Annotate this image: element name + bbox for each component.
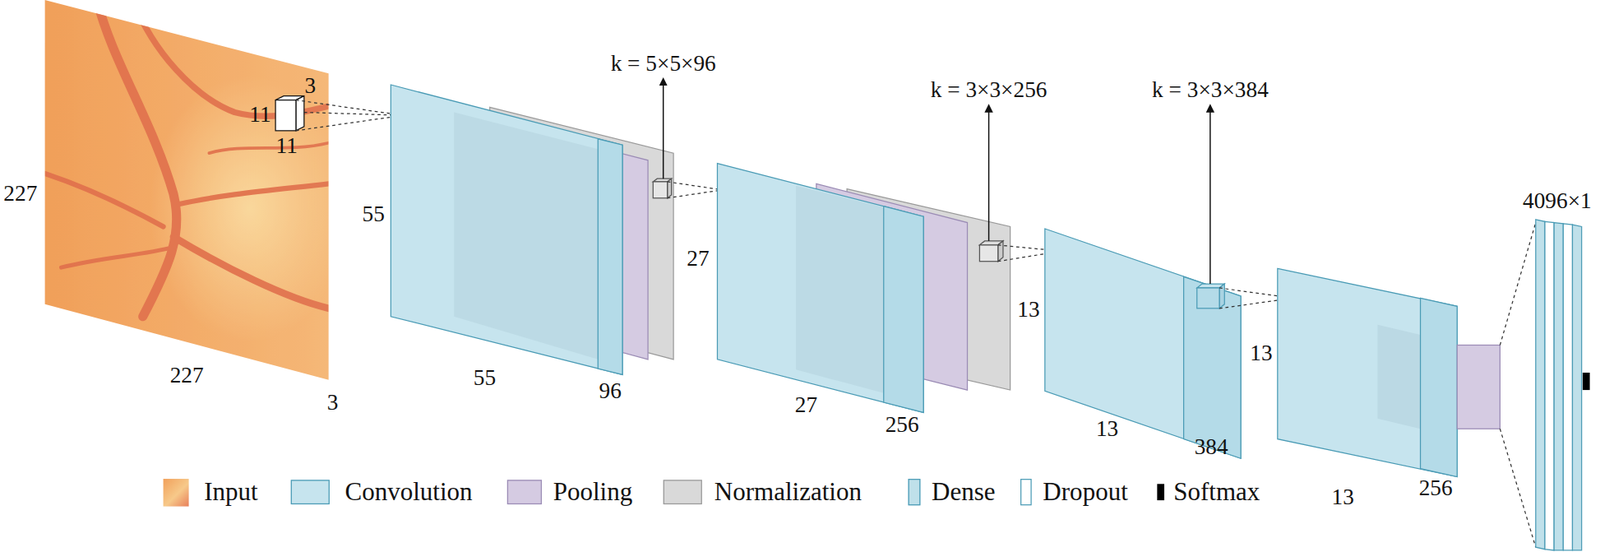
dimension-label: 13 [1331, 484, 1355, 509]
legend-label: Softmax [1173, 477, 1260, 506]
convolution-front [1183, 276, 1242, 458]
dense-layer [1535, 219, 1545, 550]
projection-line [304, 112, 403, 116]
dimension-label: k = 5×5×96 [610, 50, 717, 76]
dimension-label: 55 [362, 202, 385, 227]
convolution-block [1277, 268, 1457, 477]
dimension-label: 227 [3, 181, 37, 207]
kernel-arrow [662, 81, 664, 179]
legend-label: Dropout [1042, 477, 1128, 506]
projection-lines [295, 100, 403, 131]
convolution-shade [1377, 324, 1420, 430]
legend-swatch [1156, 483, 1165, 500]
convolution-front [597, 138, 623, 375]
dense-stack [1535, 219, 1582, 551]
dimension-label: 4096×1 [1522, 188, 1592, 213]
vessel [208, 143, 329, 153]
kernel-face [275, 100, 296, 131]
dimension-label: 13 [1017, 296, 1040, 322]
dense-layer [1553, 222, 1564, 551]
legend-label: Dense [931, 477, 996, 506]
convolution-block [716, 163, 924, 413]
kernel-box [979, 240, 1004, 262]
dimension-label: 55 [473, 365, 496, 390]
vessel [45, 173, 164, 227]
dropout-layer [1544, 221, 1554, 551]
vessel [178, 183, 329, 204]
kernel-arrow [1209, 108, 1211, 284]
input-image [45, 0, 329, 380]
dimension-label: 13 [1249, 340, 1272, 366]
dimension-label: k = 3×3×384 [1151, 77, 1269, 102]
projection-line [295, 115, 403, 131]
projection-lines [667, 181, 723, 199]
projection-lines [1499, 222, 1536, 548]
legend-swatch [908, 478, 921, 505]
legend-label: Normalization [714, 477, 862, 506]
legend-swatch [1020, 478, 1032, 505]
dimension-label: 256 [1419, 475, 1453, 500]
convolution-shade [453, 112, 598, 360]
legend-label: Input [203, 477, 259, 506]
input-plane [45, 0, 329, 380]
optic-disc [45, 0, 329, 380]
dimension-label: 27 [686, 245, 709, 271]
vessel [60, 246, 174, 268]
dimension-label: 11 [249, 101, 271, 127]
projection-line [667, 181, 723, 190]
dimension-label: 13 [1095, 416, 1119, 441]
retina-vessels [45, 0, 329, 380]
convolution-front [883, 206, 924, 413]
projection-line [1499, 222, 1536, 346]
vessel [97, 0, 177, 317]
kernel-box [275, 96, 305, 131]
dimension-label: 27 [795, 393, 818, 418]
pooling-block [1456, 344, 1500, 429]
kernel-face [1197, 287, 1220, 309]
legend-swatch [507, 479, 542, 505]
projection-line [667, 189, 723, 199]
convolution-block [390, 84, 623, 375]
dimension-label: 3 [304, 73, 316, 98]
convolution-front [1420, 297, 1458, 477]
kernel-face [652, 181, 667, 199]
dense-layer [1572, 224, 1582, 551]
dropout-layer [1563, 223, 1573, 551]
kernel-face [979, 245, 998, 262]
dimension-label: 3 [327, 389, 339, 415]
dimension-label: 227 [170, 363, 204, 389]
kernel-arrow [988, 108, 990, 241]
legend-label: Convolution [344, 477, 472, 506]
legend-swatch [291, 479, 330, 505]
softmax-mark [1582, 372, 1591, 390]
dimension-label: 11 [276, 133, 298, 158]
dimension-label: 384 [1194, 434, 1229, 460]
dimension-label: 256 [885, 411, 920, 437]
kernel-box [1197, 283, 1226, 309]
kernel-face [998, 240, 1004, 262]
convolution-shade [795, 185, 884, 394]
dimension-label: 96 [599, 378, 622, 403]
dimension-label: k = 3×3×256 [930, 77, 1048, 102]
legend-swatch [163, 477, 190, 506]
legend-label: Pooling [553, 477, 634, 506]
vessel [173, 236, 329, 309]
legend-swatch [663, 479, 703, 505]
projection-line [295, 100, 403, 116]
convolution-block [1045, 228, 1241, 458]
projection-line [1499, 428, 1536, 547]
